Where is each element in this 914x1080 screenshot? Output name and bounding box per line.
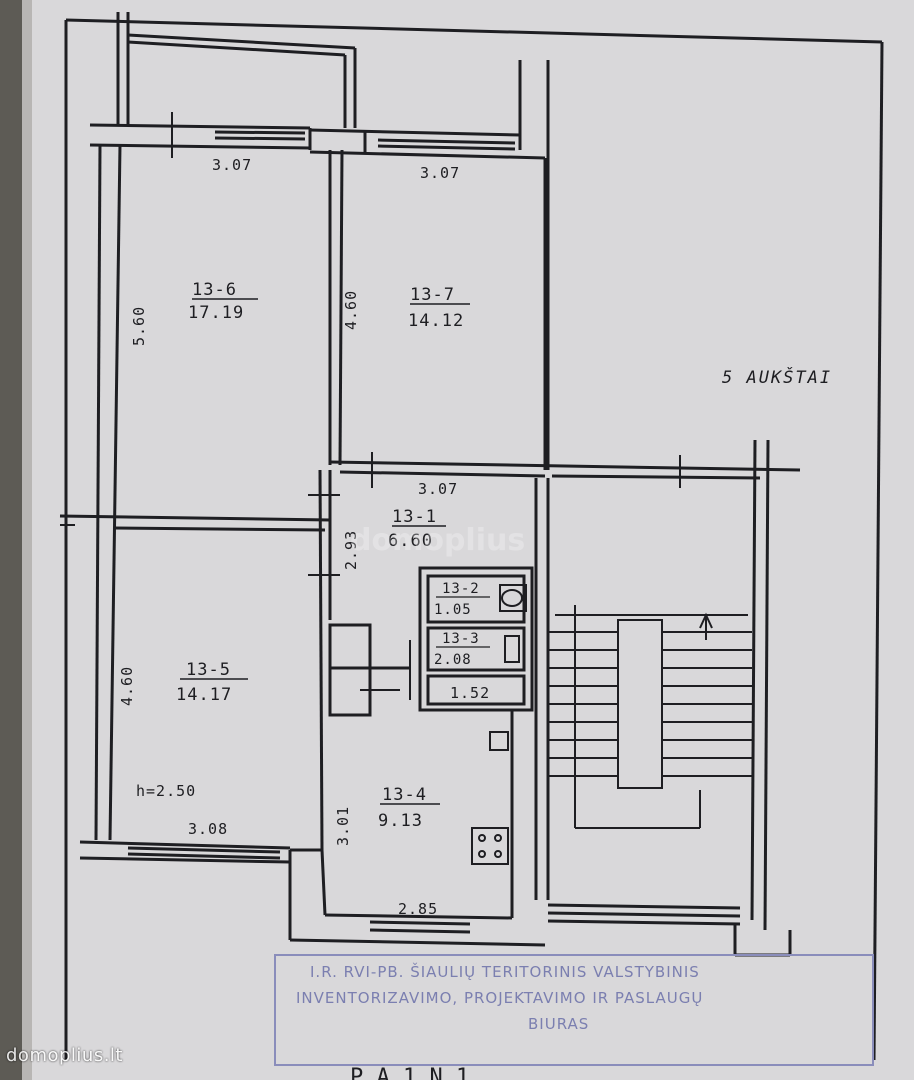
dim-room6-length: 5.60 <box>130 306 148 346</box>
room-13-1-area: 6.60 <box>388 531 433 551</box>
fixtures <box>471 584 527 865</box>
room-13-6-area: 17.19 <box>188 303 244 323</box>
room-13-6-code: 13-6 <box>192 280 237 300</box>
dim-kitchen-width: 2.85 <box>398 900 438 918</box>
watermark: domoplius <box>350 523 525 558</box>
stove-burner-icon <box>478 850 486 858</box>
room-13-3-code: 13-3 <box>442 631 480 647</box>
stove-icon <box>471 827 509 865</box>
site-watermark: domoplius.lt <box>6 1045 123 1066</box>
dim-hall-width: 3.07 <box>418 480 458 498</box>
sheet-border <box>64 18 884 1061</box>
stamp-line-1: I.R. RVI-PB. ŠIAULIŲ TERITORINIS VALSTYB… <box>310 962 700 981</box>
dimension-ticks <box>60 112 681 700</box>
room-13-7-area: 14.12 <box>408 311 464 331</box>
room-13-3-area: 2.08 <box>434 652 472 668</box>
stamp-line-2: INVENTORIZAVIMO, PROJEKTAVIMO IR PASLAUG… <box>296 989 703 1007</box>
room-13-2-area: 1.05 <box>434 602 472 618</box>
room-labels: 13-6 17.19 13-7 14.12 13-1 6.60 13-2 1.0… <box>176 280 490 831</box>
dim-ceiling-height: h=2.50 <box>136 782 196 800</box>
binding-shadow <box>0 0 22 1080</box>
bath-icon <box>504 635 520 663</box>
dim-pantry-width: 1.52 <box>450 684 490 702</box>
dimension-labels: 3.07 5.60 3.07 4.60 3.07 2.93 4.60 h=2.5… <box>118 156 490 918</box>
room-13-5-code: 13-5 <box>186 660 231 680</box>
dim-room7-length: 4.60 <box>342 290 360 330</box>
room-13-7-code: 13-7 <box>410 285 455 305</box>
walls <box>59 12 801 957</box>
dim-hall-length: 2.93 <box>342 530 360 570</box>
stamp-line-3: BIURAS <box>528 1015 589 1033</box>
stove-burner-icon <box>494 834 502 842</box>
dim-room5-width: 3.08 <box>188 820 228 838</box>
room-13-1-code: 13-1 <box>392 507 437 527</box>
dim-room5-length: 4.60 <box>118 666 136 706</box>
room-13-4-area: 9.13 <box>378 811 423 831</box>
bureau-stamp: I.R. RVI-PB. ŠIAULIŲ TERITORINIS VALSTYB… <box>274 954 874 1066</box>
kitchen-sink-icon <box>489 731 509 751</box>
staircase <box>548 605 752 829</box>
sink-icon <box>501 589 523 607</box>
dim-room6-width: 3.07 <box>212 156 252 174</box>
bottom-partial-text: P.A.1 N.1 <box>350 1065 469 1080</box>
room-13-5-area: 14.17 <box>176 685 232 705</box>
washbasin-icon <box>499 584 527 612</box>
room-13-4-code: 13-4 <box>382 785 427 805</box>
dim-room7-width: 3.07 <box>420 164 460 182</box>
room-13-2-code: 13-2 <box>442 581 480 597</box>
dim-kitchen-length: 3.01 <box>334 806 352 846</box>
stove-burner-icon <box>478 834 486 842</box>
stove-burner-icon <box>494 850 502 858</box>
floor-label: 5 AUKŠTAI <box>722 366 832 388</box>
binding-edge <box>22 0 32 1080</box>
